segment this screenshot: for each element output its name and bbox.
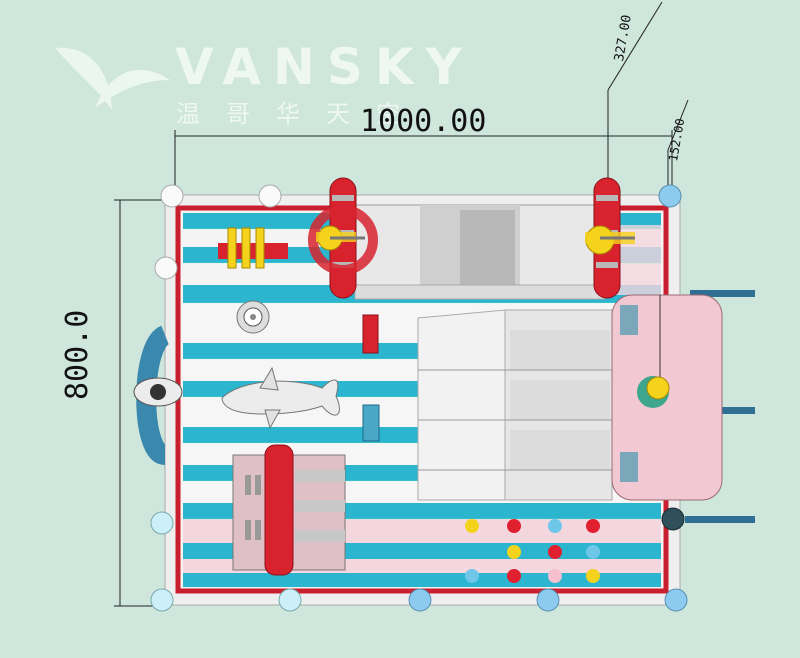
red-tube-column-left <box>308 177 378 299</box>
watermark-brand: VANSKY <box>175 38 474 96</box>
width-dimension-label: 1000.00 <box>360 104 487 139</box>
round-port-icon <box>236 300 270 334</box>
whale-obstacle <box>221 366 340 430</box>
height-dimension-label: 800.0 <box>60 309 95 400</box>
crown-obstacle <box>218 227 288 269</box>
left-arch <box>133 325 183 465</box>
watermark-subtitle: 温哥华天空 <box>176 100 426 128</box>
red-cage <box>232 444 346 576</box>
anchor-posts <box>150 184 688 612</box>
red-tube-column-right <box>585 177 635 299</box>
side-pipes <box>685 290 755 523</box>
blue-block <box>362 404 380 442</box>
pink-tower <box>611 294 723 501</box>
climbing-block <box>354 204 606 300</box>
watermark-leaf-icon <box>55 47 170 110</box>
slide-chutes <box>417 309 613 501</box>
ball-pit <box>465 519 600 583</box>
dimension-lines <box>114 1 689 607</box>
red-post <box>362 314 379 354</box>
